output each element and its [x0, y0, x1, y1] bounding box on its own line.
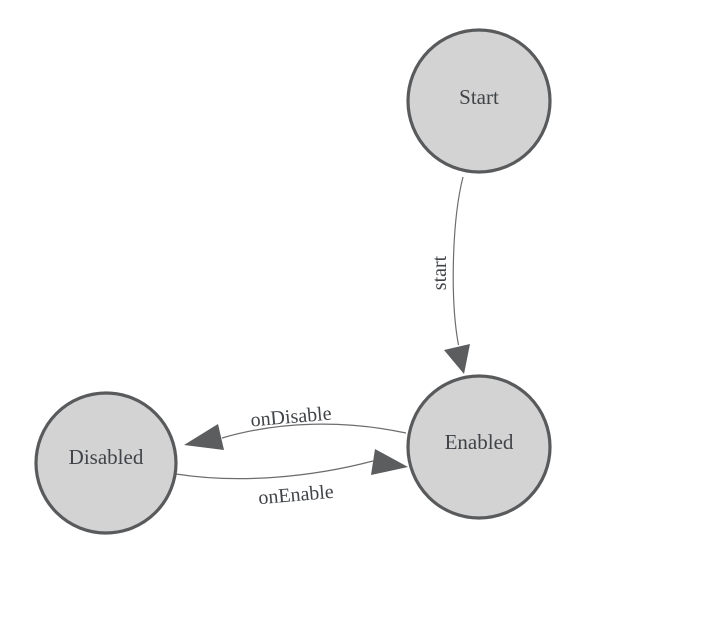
edge-line — [221, 423, 407, 439]
edge-label-ondisable: onDisable — [250, 402, 333, 431]
edge-line — [452, 176, 464, 346]
node-circle[interactable] — [406, 28, 552, 174]
node-enabled[interactable]: Enabled — [406, 374, 552, 520]
node-circle[interactable] — [34, 391, 178, 535]
node-label: Disabled — [69, 445, 144, 469]
arrowhead-icon — [184, 424, 224, 450]
edge-start-to-enabled: start — [429, 176, 470, 374]
arrowhead-icon — [371, 449, 408, 475]
edge-label-onenable: onEnable — [257, 481, 334, 510]
node-circle[interactable] — [406, 374, 552, 520]
node-disabled[interactable]: Disabled — [34, 391, 178, 535]
arrowhead-icon — [444, 344, 470, 374]
node-label: Enabled — [445, 430, 514, 454]
edge-label-start: start — [429, 255, 451, 290]
edge-enabled-to-disabled: onDisable — [184, 402, 407, 450]
edge-disabled-to-enabled: onEnable — [175, 449, 408, 510]
node-start[interactable]: Start — [406, 28, 552, 174]
node-label: Start — [459, 85, 499, 109]
edge-line — [175, 460, 374, 480]
